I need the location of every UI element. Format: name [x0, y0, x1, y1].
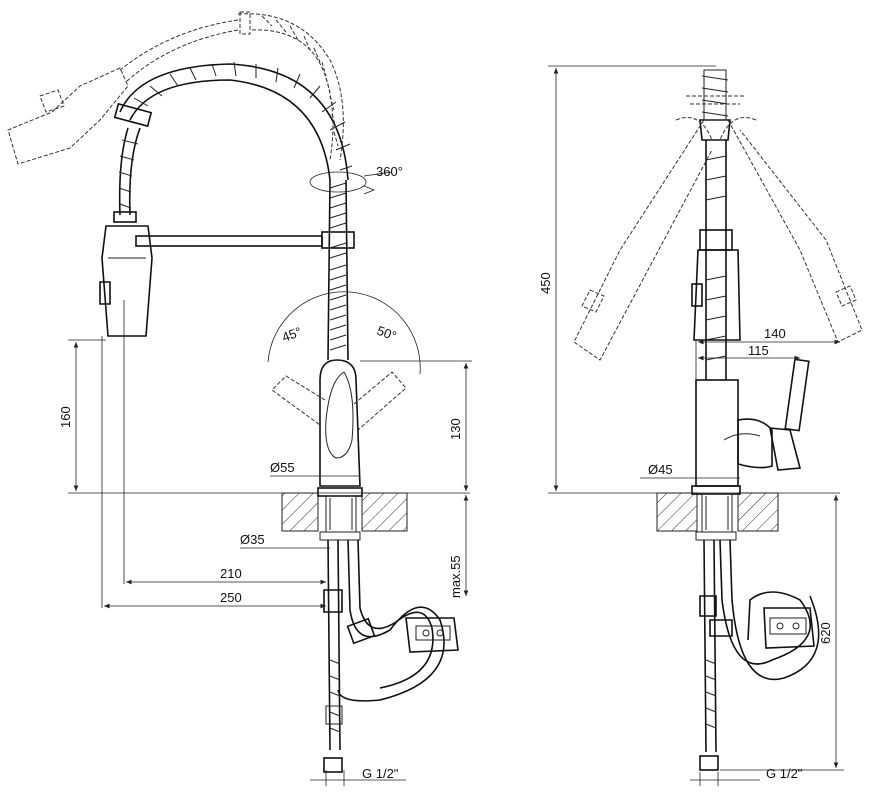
reach-210-label: 210	[220, 566, 242, 581]
holder-bar	[135, 235, 323, 247]
height-body-label: 130	[448, 418, 463, 440]
lever-ghost-positions	[267, 291, 421, 431]
reach-250-label: 250	[220, 590, 242, 605]
hose-length-label: 620	[818, 622, 833, 644]
dimensions-side	[548, 65, 844, 786]
spray-hose	[113, 127, 141, 223]
supply-hoses-side	[699, 539, 820, 771]
side-view: 450 140 115 Ø45 620 G 1/2"	[538, 65, 863, 786]
angle-left-label: 45°	[280, 324, 304, 345]
angle-right-label: 50°	[375, 323, 399, 344]
countertop-front	[281, 492, 408, 532]
column-side	[691, 69, 741, 380]
dia-base-side-label: Ø45	[648, 462, 673, 477]
rotation-label: 360°	[376, 164, 403, 179]
thread-side-label: G 1/2"	[766, 766, 803, 781]
depth-140-label: 140	[764, 326, 786, 341]
dimensions-front	[68, 300, 472, 786]
spring-column	[321, 179, 355, 361]
valve-box-side	[763, 607, 815, 649]
spring-arch	[113, 61, 353, 181]
faucet-body-front	[319, 359, 361, 487]
dia-base-label: Ø55	[270, 460, 295, 475]
spray-head-front	[99, 225, 153, 337]
thread-front-label: G 1/2"	[362, 766, 399, 781]
countertop-side	[656, 492, 779, 532]
mounting-shank-front	[317, 487, 363, 541]
faucet-body-side	[695, 358, 810, 487]
max-thickness-label: max.55	[448, 555, 463, 598]
total-height-label: 450	[538, 272, 553, 294]
rotation-arrow	[309, 171, 393, 195]
supply-hoses-front	[323, 539, 445, 773]
dia-shank-label: Ø35	[240, 532, 265, 547]
spray-head-ghost	[7, 11, 344, 165]
height-spout-label: 160	[58, 406, 73, 428]
valve-box-front	[405, 617, 459, 653]
front-view: 360° 45° 50° 160 130 max.55 Ø55 Ø35 210 …	[7, 11, 472, 786]
ghost-sprays-side	[573, 95, 863, 361]
depth-115-label: 115	[748, 343, 769, 358]
mounting-shank-side	[691, 485, 741, 541]
